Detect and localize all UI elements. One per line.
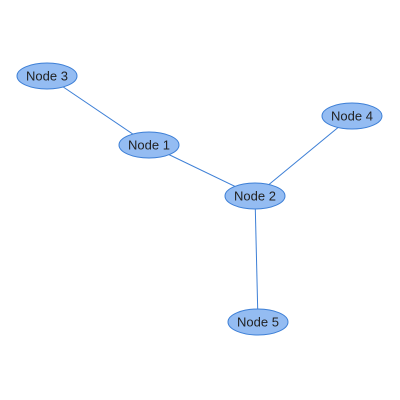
node-n1[interactable]: Node 1 [118,131,180,159]
edge-n3-n1 [46,75,150,146]
node-n2[interactable]: Node 2 [224,182,286,210]
node-n3[interactable]: Node 3 [16,62,78,90]
edges-layer [46,75,353,323]
node-label: Node 5 [237,315,279,330]
edge-n4-n2 [254,115,353,197]
node-ellipse[interactable] [224,182,286,210]
node-n5[interactable]: Node 5 [227,308,289,336]
node-ellipse[interactable] [321,102,383,130]
node-ellipse[interactable] [227,308,289,336]
node-label: Node 2 [234,189,276,204]
node-ellipse[interactable] [16,62,78,90]
nodes-layer: Node 1 Node 2 Node 3 Node 4 Node 5 [16,62,383,336]
node-n4[interactable]: Node 4 [321,102,383,130]
node-ellipse[interactable] [118,131,180,159]
edge-n2-n5 [254,195,259,323]
node-label: Node 4 [331,109,373,124]
node-label: Node 1 [128,138,170,153]
node-label: Node 3 [26,69,68,84]
